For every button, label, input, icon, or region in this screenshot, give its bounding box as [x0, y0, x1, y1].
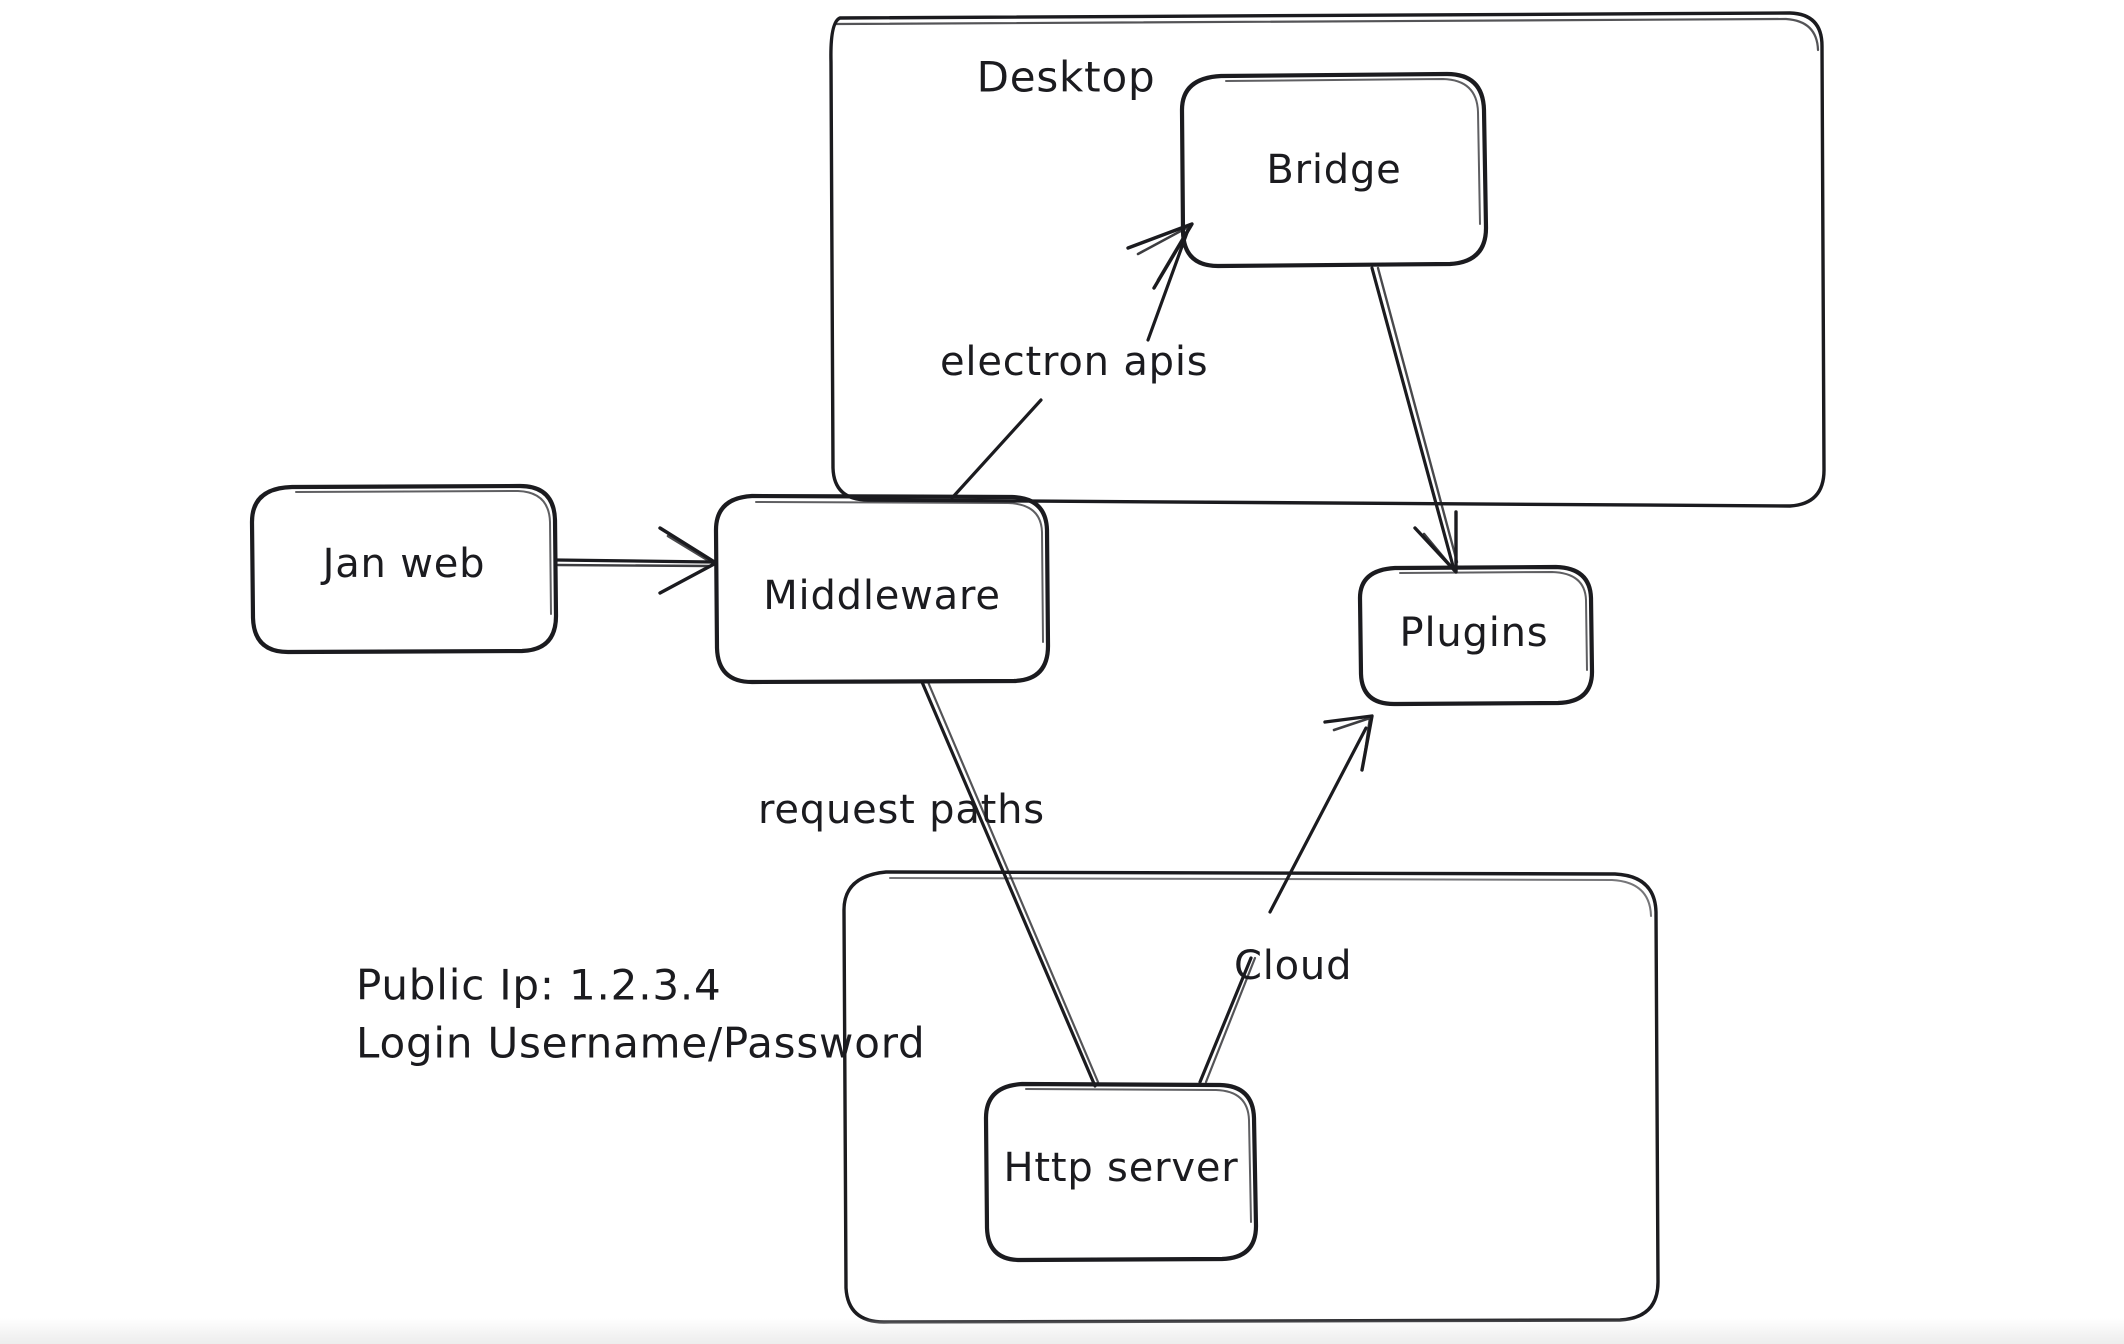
note-login: Login Username/Password	[356, 1019, 926, 1068]
node-label-http-server: Http server	[1004, 1145, 1239, 1191]
group-desktop[interactable]: Desktop	[829, 11, 1826, 508]
edge-label-electron-apis: electron apis	[940, 339, 1208, 385]
edge-middleware-to-http-server[interactable]: request paths	[758, 680, 1100, 1088]
node-http-server-sketch-overlay	[1025, 1088, 1252, 1223]
node-bridge[interactable]: Bridge	[1179, 71, 1489, 269]
edge-line-cloud-upper	[1268, 726, 1368, 914]
node-label-bridge: Bridge	[1266, 147, 1401, 193]
arrowhead-bridge-in-overlay	[1136, 224, 1192, 282]
node-middleware-sketch-overlay	[755, 501, 1044, 643]
node-label-plugins: Plugins	[1400, 610, 1549, 656]
node-bridge-outline	[1179, 71, 1489, 269]
edge-line-bridge-plugins-overlay	[1376, 266, 1459, 564]
note-public-ip: Public Ip: 1.2.3.4	[356, 961, 722, 1010]
node-http-server[interactable]: Http server	[983, 1081, 1259, 1263]
edge-line-bridge-plugins	[1370, 266, 1455, 568]
node-label-jan-web: Jan web	[320, 541, 486, 587]
node-plugins[interactable]: Plugins	[1357, 564, 1595, 707]
edge-line-electron-apis-upper	[1146, 228, 1190, 342]
edge-label-request-paths: request paths	[758, 787, 1045, 833]
edge-line-request-paths	[920, 680, 1097, 1088]
node-jan-web[interactable]: Jan web	[249, 483, 559, 655]
edge-line-jan-web-middleware	[554, 558, 714, 564]
node-bridge-sketch-overlay	[1225, 78, 1481, 225]
node-middleware-outline	[713, 493, 1051, 685]
cloud-container-outline	[842, 870, 1660, 1324]
edge-line-cloud-lower	[1198, 956, 1253, 1084]
edge-line-cloud-lower-overlay	[1204, 956, 1257, 1084]
node-jan-web-sketch-overlay	[295, 490, 552, 615]
edge-label-cloud: Cloud	[1234, 943, 1352, 989]
arrowhead-middleware-in-overlay	[666, 534, 716, 566]
edge-http-server-to-plugins[interactable]: Cloud	[1198, 714, 1374, 1084]
edge-line-request-paths-overlay	[926, 680, 1100, 1084]
desktop-container-sketch-overlay	[834, 17, 1820, 52]
cloud-container-sketch-overlay	[889, 877, 1652, 917]
edge-jan-web-to-middleware[interactable]	[554, 526, 718, 595]
group-label-desktop: Desktop	[977, 53, 1156, 102]
node-jan-web-outline	[249, 483, 559, 655]
node-label-middleware: Middleware	[763, 573, 1001, 619]
node-http-server-outline	[983, 1081, 1259, 1263]
arrowhead-plugins-in-bottom-overlay	[1332, 716, 1372, 762]
edge-middleware-to-bridge[interactable]: electron apis	[940, 222, 1208, 500]
node-plugins-outline	[1357, 564, 1595, 707]
group-cloud[interactable]	[842, 870, 1660, 1324]
node-middleware[interactable]: Middleware	[713, 493, 1051, 685]
node-plugins-sketch-overlay	[1399, 571, 1588, 671]
desktop-container-outline	[829, 11, 1826, 508]
edge-line-electron-apis-lower	[950, 398, 1043, 500]
edge-bridge-to-plugins[interactable]	[1370, 266, 1459, 574]
notes-block: Public Ip: 1.2.3.4 Login Username/Passwo…	[356, 961, 926, 1068]
arrowhead-plugins-in-top-overlay	[1422, 532, 1456, 572]
edge-line-jan-web-middleware-overlay	[556, 563, 712, 568]
